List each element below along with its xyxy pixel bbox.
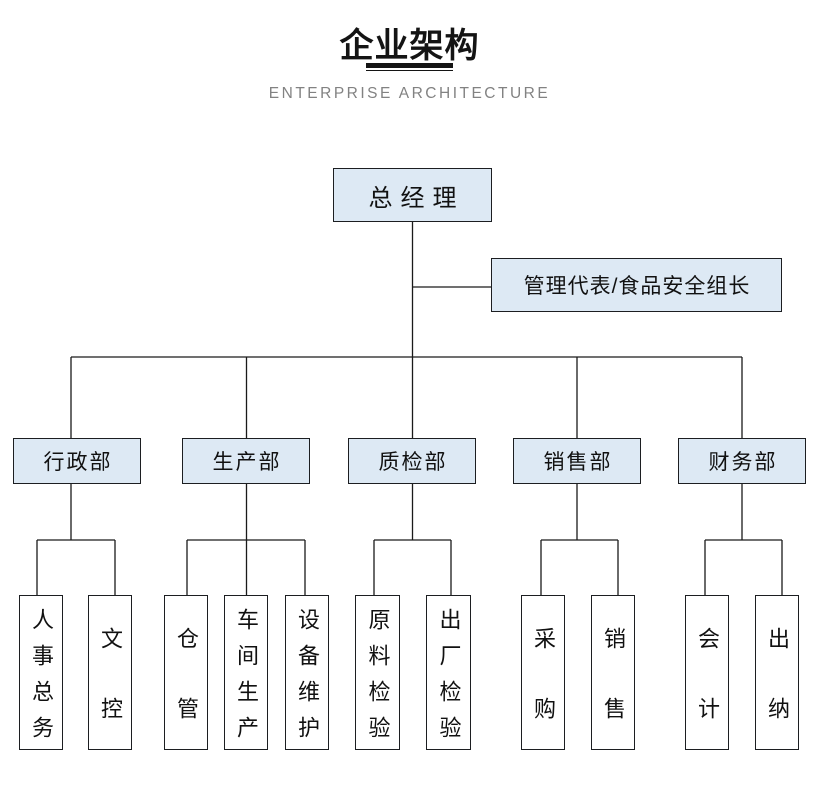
node-label: 原料检验: [365, 607, 391, 752]
node-sub-sales: 销售: [591, 595, 635, 767]
chart-subtitle: ENTERPRISE ARCHITECTURE: [268, 85, 551, 102]
node-label: 出纳: [765, 626, 790, 767]
node-label: 管理代表/食品安全组长: [523, 275, 751, 298]
node-label: 会计: [695, 626, 720, 767]
node-sub-equipment-maintenance: 设备维护: [285, 595, 329, 752]
node-sub-cashier: 出纳: [755, 595, 799, 767]
node-label: 仓管: [174, 626, 199, 767]
node-sub-accounting: 会计: [685, 595, 729, 767]
node-general-manager: 总经理: [333, 168, 492, 222]
node-sub-workshop-production: 车间生产: [224, 595, 268, 752]
title-underline: [366, 63, 453, 71]
node-label: 销售: [601, 626, 626, 767]
node-dept-production: 生产部: [182, 438, 310, 484]
node-sub-warehouse: 仓管: [164, 595, 208, 767]
node-label: 财务部: [708, 451, 778, 474]
node-sub-hr-general-affairs: 人事总务: [19, 595, 63, 752]
node-dept-quality: 质检部: [348, 438, 476, 484]
node-label: 采购: [531, 626, 556, 767]
node-sub-purchasing: 采购: [521, 595, 565, 767]
node-label: 文控: [98, 626, 123, 767]
node-management-rep-food-safety-leader: 管理代表/食品安全组长: [491, 258, 782, 312]
node-dept-finance: 财务部: [678, 438, 806, 484]
node-dept-sales: 销售部: [513, 438, 641, 484]
node-label: 总经理: [368, 184, 465, 212]
node-label: 人事总务: [29, 607, 54, 752]
node-label: 质检部: [378, 451, 448, 474]
node-sub-outgoing-inspection: 出厂检验: [426, 595, 471, 752]
node-label: 车间生产: [234, 607, 259, 752]
node-label: 生产部: [212, 451, 282, 474]
chart-title: 企业架构: [339, 27, 480, 65]
node-label: 行政部: [43, 451, 113, 474]
node-label: 设备维护: [295, 607, 320, 752]
node-dept-admin: 行政部: [13, 438, 141, 484]
node-label: 出厂检验: [436, 607, 462, 752]
node-sub-raw-material-inspection: 原料检验: [355, 595, 400, 752]
node-sub-document-control: 文控: [88, 595, 132, 767]
node-label: 销售部: [543, 451, 613, 474]
